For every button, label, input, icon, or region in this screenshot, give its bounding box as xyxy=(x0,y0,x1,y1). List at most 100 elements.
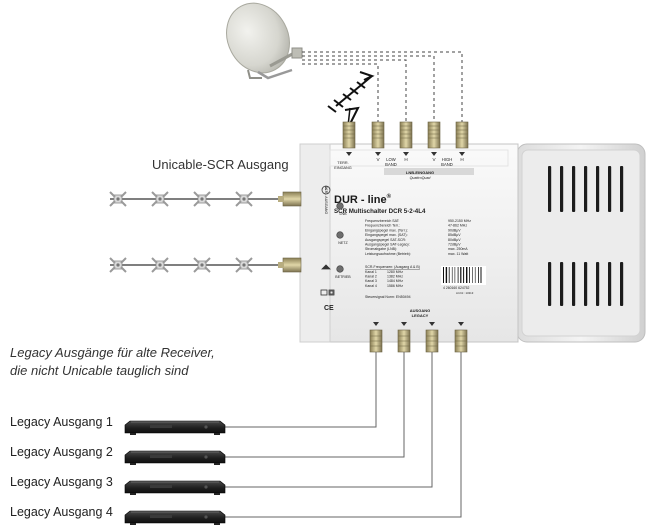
spec-label-2: Frequenzbereich Terr.: xyxy=(365,224,400,228)
spec-value-6: 72dBµV xyxy=(448,243,461,247)
led-betrieb-icon xyxy=(336,265,344,273)
spec-value-4: 85dBµV xyxy=(448,233,461,237)
vent-bottom-7 xyxy=(620,262,624,306)
input-arrow-4-icon xyxy=(431,152,437,156)
input-connector-4 xyxy=(427,121,441,149)
heatsink xyxy=(516,143,646,343)
legacy-note: Legacy Ausgänge für alte Receiver, die n… xyxy=(10,344,215,380)
output-group-label: AUSGANG xyxy=(410,308,430,313)
output-arrow-4-icon xyxy=(458,322,464,326)
heatsink-vents xyxy=(548,166,624,306)
scr-splitter-1-3-icon xyxy=(193,191,211,207)
barcode-bar-1 xyxy=(443,267,444,283)
scr-side-label: SCR - AUSGANG xyxy=(324,186,328,215)
scr-splitter-1-2-icon xyxy=(151,191,169,207)
input-arrow-2-icon xyxy=(375,152,381,156)
barcode-bar-15 xyxy=(463,267,465,283)
led-label-netz: NETZ xyxy=(338,241,348,245)
high-band-word: BAND xyxy=(441,162,453,167)
scr-cables xyxy=(110,198,292,266)
scr-channel-label-2: Kanal 2 xyxy=(365,275,377,279)
vent-bottom-6 xyxy=(608,262,612,306)
spec-label-3: Eingangspegel max. (Terr.): xyxy=(365,228,408,232)
satellite-dish-icon xyxy=(226,2,303,80)
input-port-label-1: V xyxy=(376,157,380,162)
scr-channel-label-3: Kanal 3 xyxy=(365,279,377,283)
input-port-label-3: V xyxy=(432,157,436,162)
warning-symbol-icon xyxy=(321,264,331,270)
scr-channel-freq-3: 1484 MHz xyxy=(387,279,403,283)
barcode-bar-3 xyxy=(445,267,448,283)
indoor-use-icon xyxy=(320,289,328,296)
scr-channel-label-4: Kanal 4 xyxy=(365,284,377,288)
receiver-1-icon xyxy=(124,420,226,435)
scr-channel-label-1: Kanal 1 xyxy=(365,270,377,274)
vent-bottom-2 xyxy=(560,262,564,306)
scr-freq-title: SCR-Frequenzen: (Ausgang A & B) xyxy=(365,265,420,269)
output-arrow-1-icon xyxy=(373,322,379,326)
output-arrow-3-icon xyxy=(429,322,435,326)
multiswitch-body xyxy=(299,143,519,343)
status-leds xyxy=(336,202,344,273)
spec-label-4: Eingangspegel max. (SAT): xyxy=(365,233,408,237)
led-label-lnb: LNB xyxy=(340,212,348,216)
input-connector-2 xyxy=(371,121,385,149)
scr-channel-freq-1: 1280 MHz xyxy=(387,270,403,274)
model-name: SCR Multischalter DCR 5-2-4L4 xyxy=(334,208,426,215)
scr-splitter-1-1-icon xyxy=(109,191,127,207)
barcode-bar-23 xyxy=(474,267,476,283)
barcode-bar-9 xyxy=(454,267,456,283)
scr-splitter-1-4-icon xyxy=(235,191,253,207)
scr-channel-freq-2: 1382 MHz xyxy=(387,275,403,279)
input-connector-1 xyxy=(342,121,356,149)
side-symbols xyxy=(320,185,335,296)
barcode-bar-7 xyxy=(451,267,453,283)
vent-top-3 xyxy=(572,166,576,212)
vent-bottom-3 xyxy=(572,262,576,306)
input-group-sublabel: QuattroQuad xyxy=(410,176,432,180)
legacy-output-label-1: Legacy Ausgang 1 xyxy=(10,415,113,429)
scr-splitter-2-2-icon xyxy=(151,257,169,273)
led-label-betrieb: BETRIEB xyxy=(335,275,351,279)
output-group-sublabel: LEGACY xyxy=(412,313,429,318)
output-arrow-2-icon xyxy=(401,322,407,326)
vent-top-5 xyxy=(596,166,600,212)
control-signal: Steuersignal Norm: EN50494 xyxy=(365,295,411,299)
low-band-word: BAND xyxy=(385,162,397,167)
barcode-bar-17 xyxy=(466,267,468,283)
spec-value-7: max. 250mA xyxy=(448,247,468,251)
receiver-4-icon xyxy=(124,510,226,525)
barcode-bar-19 xyxy=(469,267,470,283)
barcode-bar-27 xyxy=(480,267,482,283)
legacy-cables xyxy=(225,350,462,518)
input-arrow-1-icon xyxy=(346,152,352,156)
spec-label-6: Ausgangspegel SAT-Legacy: xyxy=(365,243,410,247)
vent-top-4 xyxy=(584,166,588,212)
scr-output-connectors xyxy=(278,191,302,273)
barcode-bar-25 xyxy=(478,267,479,283)
spec-value-1: 950-2150 MHz xyxy=(448,219,471,223)
led-netz-icon xyxy=(336,231,344,239)
input-connector-3 xyxy=(399,121,413,149)
legacy-output-label-4: Legacy Ausgang 4 xyxy=(10,505,113,519)
receiver-3-icon xyxy=(124,480,226,495)
double-insulation-icon xyxy=(328,289,335,296)
high-band-label: HIGH xyxy=(442,157,452,162)
spec-value-5: 80dBµV xyxy=(448,238,461,242)
vent-top-7 xyxy=(620,166,624,212)
receiver-2-icon xyxy=(124,450,226,465)
vent-bottom-4 xyxy=(584,262,588,306)
scr-output-label: Unicable-SCR Ausgang xyxy=(152,157,289,172)
spec-value-3: 90dBµV xyxy=(448,228,461,232)
input-arrow-3-icon xyxy=(403,152,409,156)
brand-logo: DUR - line® xyxy=(334,193,392,206)
legacy-receivers xyxy=(124,420,226,525)
lnb-input-connectors xyxy=(342,121,469,156)
device-labels: TERR. EINGANG LOW BAND HIGH BAND V H V H… xyxy=(324,157,474,318)
scr-splitters xyxy=(109,191,253,273)
ce-mark: CE xyxy=(324,305,334,312)
spec-value-2: 47-862 MHz xyxy=(448,224,467,228)
